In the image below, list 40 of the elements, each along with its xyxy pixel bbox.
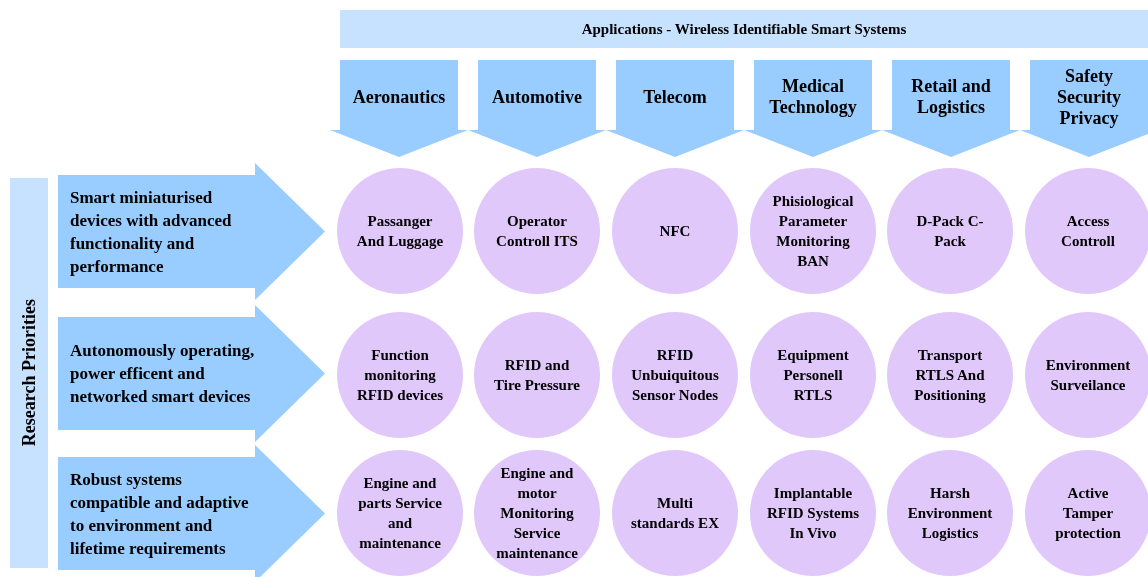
row-banner bbox=[58, 445, 325, 577]
application-text: Engine and motor Monitoring Service maintenance bbox=[495, 464, 579, 563]
application-text: Function monitoring RFID devices bbox=[355, 346, 445, 405]
column-heading: Retail and Logistics bbox=[910, 75, 992, 119]
row-banner bbox=[58, 163, 325, 300]
column-banner bbox=[606, 60, 744, 157]
application-text: Multi standards EX bbox=[630, 494, 720, 533]
application-text: Environment Surveilance bbox=[1044, 356, 1132, 395]
priority-text: Autonomously operating, power efficent and networked smart devices bbox=[70, 340, 256, 408]
column-banner bbox=[1020, 60, 1148, 157]
priority-text: Robust systems compatible and adaptive to environment and lifetime requirements bbox=[70, 468, 250, 560]
band-title: Research Priorities bbox=[18, 299, 40, 447]
column-banner bbox=[882, 60, 1020, 157]
application-text: NFC bbox=[658, 222, 692, 241]
column-banner bbox=[468, 60, 606, 157]
application-text: Access Controll bbox=[1060, 212, 1116, 251]
priority-text: Smart miniaturised devices with advanced functionality and performance bbox=[70, 186, 233, 278]
side-band bbox=[10, 178, 48, 568]
column-banner bbox=[330, 60, 468, 157]
application-text: Equipment Personell RTLS bbox=[776, 346, 850, 405]
application-text: Phisiological Parameter Monitoring BAN bbox=[771, 192, 855, 271]
column-heading: Automotive bbox=[491, 85, 583, 109]
header-band bbox=[340, 10, 1148, 48]
application-text: Transport RTLS And Positioning bbox=[913, 346, 987, 405]
column-heading: Medical Technology bbox=[768, 75, 858, 119]
application-text: Operator Controll ITS bbox=[495, 212, 579, 251]
application-text: Implantable RFID Systems In Vivo bbox=[766, 484, 860, 543]
column-heading: Telecom bbox=[642, 85, 708, 109]
application-text: RFID Unbuiquitous Sensor Nodes bbox=[630, 346, 720, 405]
band-title: Applications - Wireless Identifiable Smart Systems bbox=[581, 20, 907, 38]
application-text: Passanger And Luggage bbox=[355, 212, 445, 251]
application-text: Active Tamper protection bbox=[1054, 484, 1122, 543]
row-banner bbox=[58, 305, 325, 442]
column-banner bbox=[744, 60, 882, 157]
application-text: Engine and parts Service and maintenance bbox=[357, 474, 443, 553]
column-heading: Safety Security Privacy bbox=[1056, 64, 1122, 130]
application-text: RFID and Tire Pressure bbox=[493, 356, 581, 395]
application-text: D-Pack C-Pack bbox=[915, 212, 985, 251]
column-heading: Aeronautics bbox=[351, 85, 447, 109]
application-text: Harsh Environment Logistics bbox=[906, 484, 994, 543]
